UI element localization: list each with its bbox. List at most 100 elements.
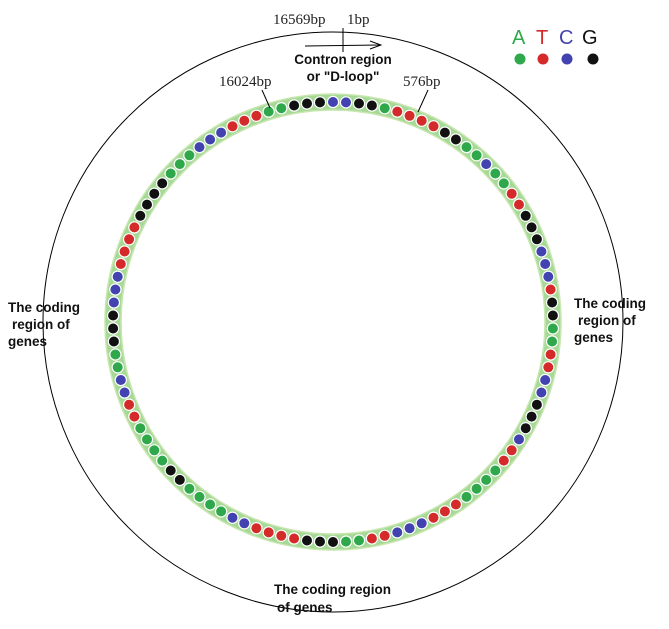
- bead-a: [470, 482, 483, 495]
- left-region-line2: region of: [12, 317, 70, 332]
- bead-t: [449, 498, 463, 511]
- bead-g: [545, 296, 559, 309]
- bead-a: [193, 490, 206, 504]
- bead-a: [109, 348, 122, 361]
- bead-t: [250, 522, 263, 535]
- bead-c: [226, 511, 239, 524]
- legend-letter-g: G: [582, 27, 598, 49]
- bead-g: [365, 99, 379, 112]
- bead-t: [544, 283, 557, 296]
- right-region-line2: region of: [578, 313, 636, 328]
- bottom-region-line2: of genes: [277, 600, 333, 615]
- bead-g: [530, 398, 544, 411]
- legend-dot-g: [587, 53, 599, 65]
- bead-g: [313, 535, 327, 548]
- bead-a: [545, 335, 559, 348]
- bead-g: [352, 97, 366, 110]
- legend-dot-t: [537, 53, 549, 65]
- legend-dot-a: [514, 53, 526, 65]
- dloop-label-line1: Contron region: [294, 52, 392, 67]
- bead-a: [173, 157, 186, 171]
- bead-a: [148, 444, 161, 457]
- legend: A T C G: [512, 27, 599, 65]
- bead-g: [519, 209, 532, 222]
- bead-g: [530, 233, 544, 246]
- bead-g: [519, 422, 532, 435]
- bead-g: [287, 99, 301, 112]
- bead-t: [505, 187, 518, 200]
- bead-c: [326, 95, 340, 109]
- bead-t: [226, 120, 239, 133]
- bead-a: [460, 140, 473, 154]
- bead-g: [525, 410, 538, 423]
- bead-a: [546, 322, 560, 335]
- bead-t: [438, 505, 452, 518]
- bead-c: [403, 522, 416, 535]
- bead-g: [546, 309, 560, 322]
- bead-g: [449, 133, 463, 146]
- bead-c: [238, 517, 251, 530]
- bead-a: [262, 105, 275, 118]
- bead-a: [134, 422, 147, 435]
- bead-t: [497, 454, 510, 467]
- bead-c: [542, 270, 555, 283]
- dloop-label-line2: or "D-loop": [307, 69, 380, 84]
- bead-t: [403, 109, 416, 123]
- bead-c: [535, 386, 548, 399]
- bead-t: [512, 198, 526, 211]
- bead-a: [497, 177, 510, 190]
- right-region-line1: The coding: [574, 296, 646, 311]
- bead-c: [118, 386, 131, 399]
- bead-a: [460, 490, 473, 504]
- left-region-line3: genes: [8, 334, 47, 349]
- bead-c: [339, 96, 353, 109]
- left-region-line1: The coding: [8, 300, 80, 315]
- bead-g: [106, 322, 120, 335]
- bead-c: [415, 517, 428, 530]
- bead-t: [128, 410, 141, 423]
- bead-a: [140, 433, 154, 446]
- bead-a: [164, 167, 177, 180]
- bead-c: [203, 133, 217, 146]
- bead-a: [155, 454, 169, 467]
- bead-t: [118, 245, 131, 258]
- bead-a: [470, 149, 483, 162]
- bead-g: [164, 464, 177, 477]
- left-pos-leader: [261, 89, 271, 109]
- bead-a: [111, 361, 124, 374]
- bead-t: [122, 233, 136, 246]
- bead-g: [148, 187, 161, 200]
- legend-letter-a: A: [512, 27, 526, 49]
- bead-a: [183, 482, 196, 495]
- legend-dot-c: [561, 53, 573, 65]
- bead-g: [106, 309, 120, 322]
- bead-t: [114, 257, 128, 271]
- bead-g: [155, 177, 169, 190]
- bead-g: [300, 97, 314, 110]
- bead-t: [544, 348, 557, 361]
- bead-c: [391, 526, 404, 539]
- bead-c: [107, 296, 121, 309]
- right-pos-leader: [417, 89, 429, 113]
- right-region-line3: genes: [574, 330, 613, 345]
- bead-a: [489, 464, 502, 477]
- bead-g: [173, 473, 186, 487]
- label-16569bp: 16569bp: [273, 12, 326, 28]
- bead-g: [525, 221, 538, 234]
- outer-circle: [42, 31, 624, 613]
- bead-c: [480, 157, 493, 171]
- bead-a: [203, 498, 217, 511]
- bead-t: [275, 529, 288, 543]
- legend-letter-c: C: [559, 27, 573, 49]
- label-576bp: 576bp: [403, 74, 441, 90]
- bead-t: [542, 361, 555, 374]
- direction-arrow: [304, 44, 381, 47]
- bead-t: [505, 444, 518, 457]
- bead-a: [214, 505, 228, 518]
- bead-c: [109, 283, 122, 296]
- bead-t: [238, 114, 251, 127]
- bead-g: [438, 126, 452, 139]
- bead-c: [114, 373, 128, 387]
- bead-t: [415, 114, 428, 127]
- nucleotide-beads: [106, 95, 560, 549]
